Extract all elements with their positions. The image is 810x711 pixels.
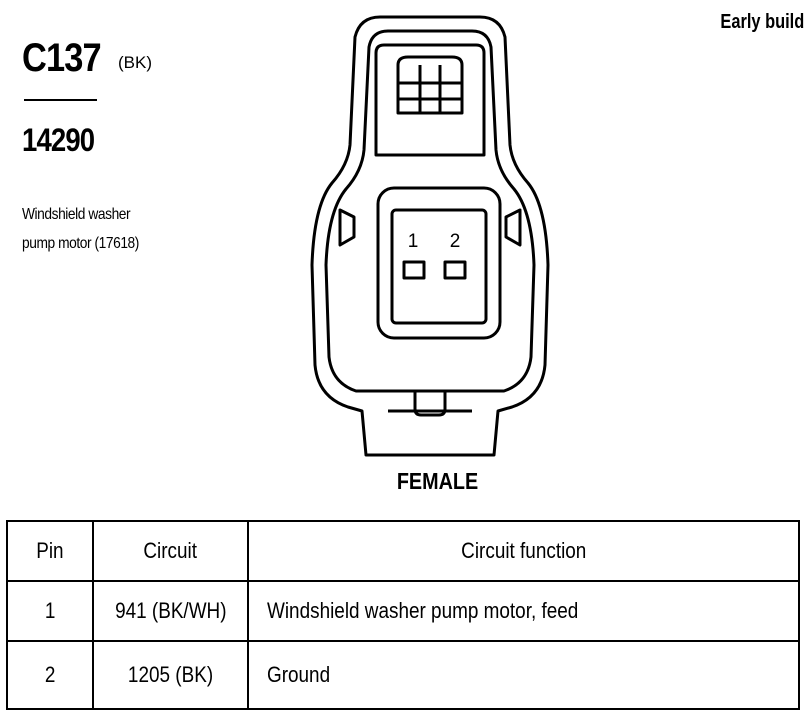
component-description-line1: Windshield washer bbox=[22, 206, 131, 223]
pin-1-label: 1 bbox=[408, 231, 419, 252]
connector-face-diagram: 1 2 bbox=[310, 15, 550, 457]
terminal-frame-inner bbox=[390, 208, 488, 325]
connector-outer-shell bbox=[310, 15, 550, 457]
connector-inner-shell bbox=[324, 29, 536, 393]
build-note: Early build bbox=[720, 11, 804, 33]
circuit-function: Ground bbox=[247, 640, 800, 710]
header-circuit-function: Circuit function bbox=[247, 520, 800, 582]
table-row: 2 1205 (BK) Ground bbox=[6, 640, 800, 710]
connector-left-rib bbox=[338, 208, 356, 247]
table-header-row: Pin Circuit Circuit function bbox=[6, 520, 800, 582]
divider bbox=[24, 99, 97, 101]
connector-id: C137 bbox=[22, 36, 102, 80]
connector-latch bbox=[374, 43, 486, 157]
pin-2-label: 2 bbox=[450, 231, 461, 252]
connector-right-rib bbox=[504, 208, 522, 247]
pin-table: Pin Circuit Circuit function 1 941 (BK/W… bbox=[6, 520, 800, 710]
component-description: Windshield washer pump motor (17618) bbox=[22, 200, 168, 258]
connector-gender-label: FEMALE bbox=[396, 468, 479, 494]
pin-1-cavity bbox=[402, 260, 426, 280]
header-circuit: Circuit bbox=[92, 520, 249, 582]
circuit: 941 (BK/WH) bbox=[92, 580, 249, 642]
component-description-line2: pump motor (17618) bbox=[22, 235, 139, 252]
pin-2-cavity bbox=[443, 260, 467, 280]
part-number: 14290 bbox=[22, 122, 95, 158]
connector-latch-tab bbox=[396, 55, 464, 115]
pin-number: 2 bbox=[6, 640, 94, 710]
circuit: 1205 (BK) bbox=[92, 640, 249, 710]
terminal-frame-outer bbox=[376, 186, 502, 340]
header-pin: Pin bbox=[6, 520, 94, 582]
circuit-function: Windshield washer pump motor, feed bbox=[247, 580, 800, 642]
table-row: 1 941 (BK/WH) Windshield washer pump mot… bbox=[6, 580, 800, 642]
pin-number: 1 bbox=[6, 580, 94, 642]
connector-color: (BK) bbox=[118, 53, 152, 72]
